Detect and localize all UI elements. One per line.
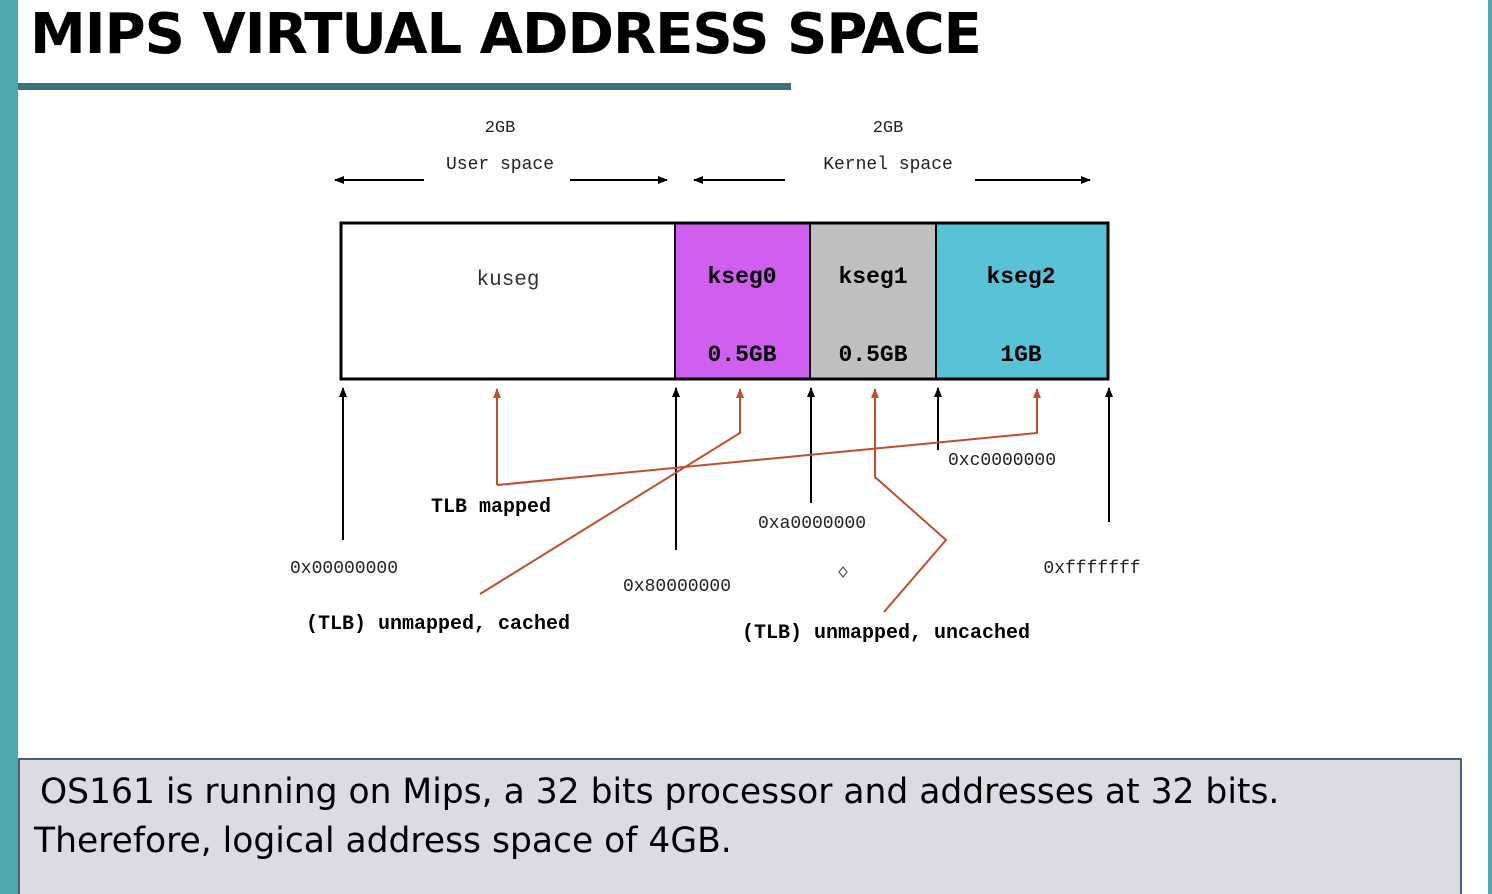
segment-kseg0-label: kseg0: [707, 264, 776, 290]
left-accent-bar: [0, 0, 18, 894]
segment-kseg0-size: 0.5GB: [707, 342, 776, 368]
kernel-space-label: Kernel space: [823, 155, 953, 175]
summary-note-box: OS161 is running on Mips, a 32 bits proc…: [18, 758, 1462, 894]
right-accent-bar: [1488, 0, 1492, 894]
segment-kseg1-size: 0.5GB: [838, 342, 907, 368]
segment-kseg2-label: kseg2: [986, 264, 1055, 290]
segments-outline: [339, 221, 1110, 381]
user-space-size: 2GB: [485, 119, 516, 138]
segment-kuseg: [341, 223, 675, 379]
tlb-mapped-arrow-kseg2: [496, 388, 1041, 486]
address-0xa0000000: 0xa0000000: [758, 514, 866, 534]
unmapped-cached-label: (TLB) unmapped, cached: [306, 613, 570, 636]
page-title: MIPS VIRTUAL ADDRESS SPACE: [30, 2, 982, 67]
unmapped-uncached-arrow-kseg1: [871, 388, 948, 613]
segment-kuseg-label: kuseg: [476, 269, 539, 292]
unmapped-cached-arrow-kseg0: [479, 388, 744, 595]
user-space-label: User space: [446, 155, 554, 175]
segment-kseg1: [810, 223, 936, 379]
title-underline: [18, 83, 791, 90]
segment-kseg0: [675, 223, 810, 379]
segment-kseg2: [936, 223, 1108, 379]
segment-kseg1-label: kseg1: [838, 264, 907, 290]
segment-kseg2-size: 1GB: [1000, 342, 1042, 368]
tlb-mapped-label: TLB mapped: [431, 496, 551, 519]
address-0x80000000: 0x80000000: [623, 577, 731, 597]
address-0xc0000000: 0xc0000000: [948, 451, 1056, 471]
unmapped-uncached-label: (TLB) unmapped, uncached: [742, 622, 1030, 645]
address-0x00000000: 0x00000000: [290, 559, 398, 579]
kernel-space-size: 2GB: [873, 119, 904, 138]
address-0xffffffff: 0xfffffff: [1043, 559, 1140, 579]
summary-note-text: OS161 is running on Mips, a 32 bits proc…: [34, 772, 1280, 861]
cursor-mark-icon: [838, 566, 848, 578]
